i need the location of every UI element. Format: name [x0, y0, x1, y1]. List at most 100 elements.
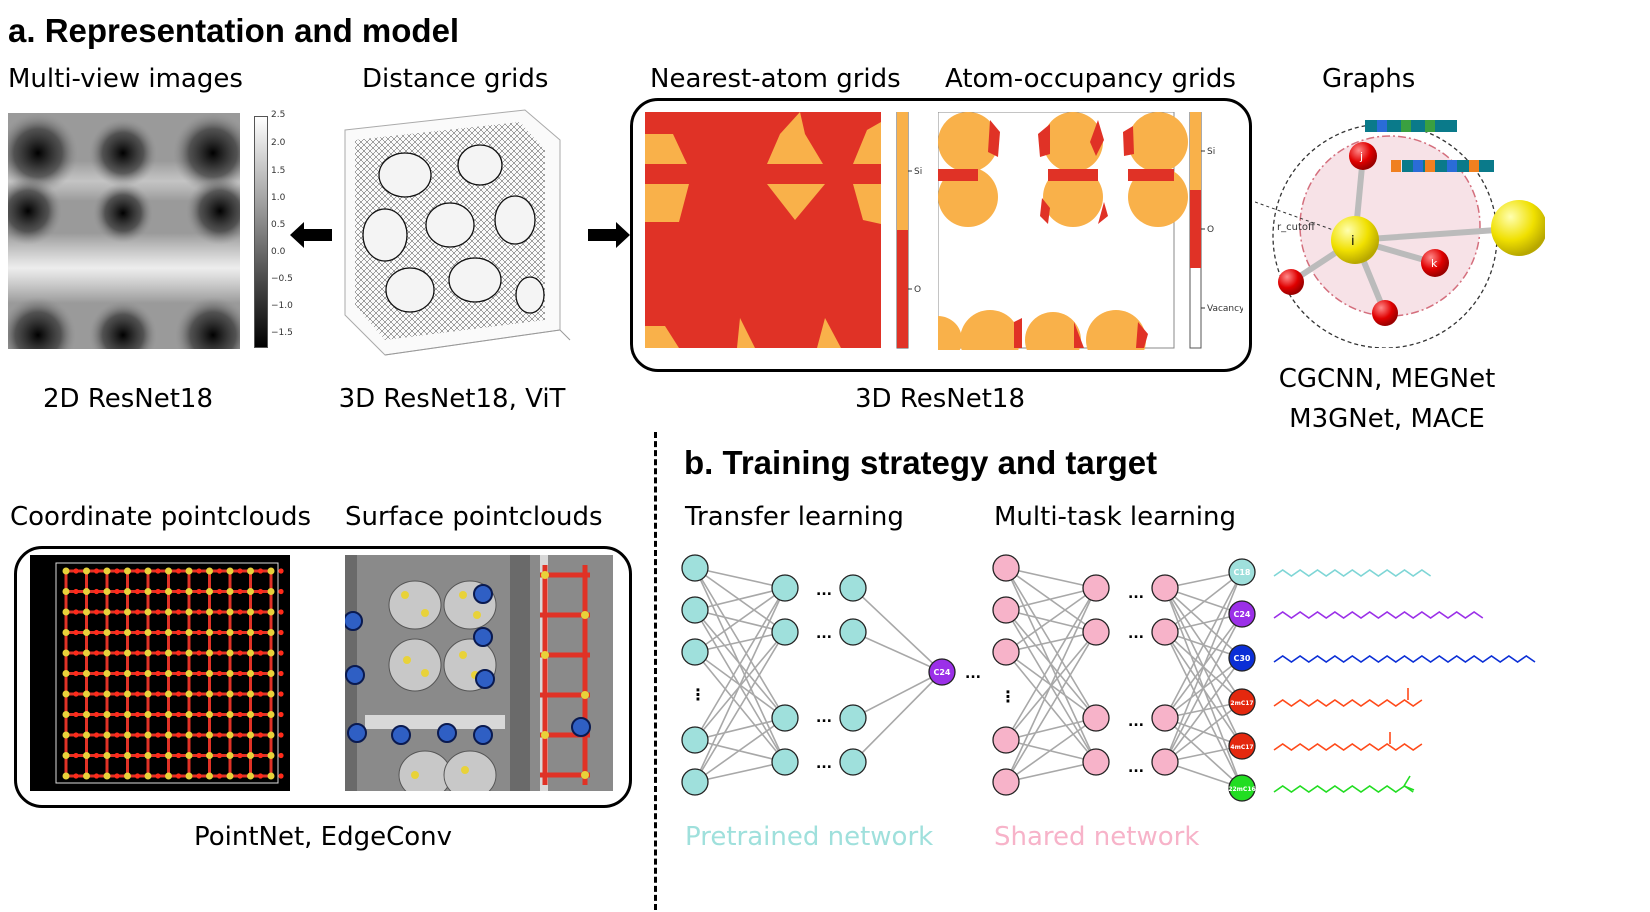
- si-atom: [62, 670, 70, 677]
- o-atom: [134, 752, 141, 759]
- si-atom: [206, 629, 213, 636]
- si-atom: [62, 711, 70, 718]
- si-atom: [103, 670, 111, 677]
- si-atom: [165, 690, 172, 698]
- o-atom: [73, 691, 79, 697]
- o-atom: [93, 752, 100, 759]
- alkane-chain: [1273, 655, 1536, 663]
- ellipsis: ...: [965, 666, 981, 682]
- si-atom: [185, 772, 193, 780]
- o-atom: [237, 752, 243, 759]
- vertical-ellipsis: ⋮: [1000, 687, 1016, 706]
- ellipsis: ...: [1128, 714, 1144, 730]
- si-atom: [247, 629, 254, 636]
- si-atom: [165, 670, 172, 677]
- si-atom: [226, 588, 234, 595]
- si-atom: [267, 752, 275, 759]
- o-atom: [73, 568, 79, 574]
- si-atom: [124, 588, 131, 595]
- si-atom: [124, 608, 131, 616]
- si-atom: [267, 690, 275, 698]
- o-atom: [93, 711, 100, 718]
- coord-pc-title: Coordinate pointclouds: [10, 502, 312, 532]
- o-atom: [114, 568, 120, 574]
- o-atom: [237, 588, 243, 595]
- si-atom: [83, 588, 90, 595]
- o-atom: [155, 588, 161, 595]
- input-node: [681, 768, 709, 796]
- si-atom: [83, 567, 90, 575]
- input-node: [992, 596, 1020, 624]
- si-atom: [185, 588, 193, 595]
- transfer-title: Transfer learning: [685, 502, 904, 532]
- o-atom: [196, 732, 202, 738]
- si-atom: [185, 752, 193, 759]
- si-atom: [226, 608, 234, 616]
- tick-label: −1.0: [271, 301, 293, 311]
- input-node: [681, 638, 709, 666]
- right-arrow-icon: [588, 222, 630, 248]
- si-atom: [226, 567, 234, 575]
- o-atom: [93, 650, 100, 656]
- si-atom: [226, 731, 234, 739]
- alkane-chain: [1273, 611, 1484, 619]
- o-atom: [216, 711, 223, 718]
- si-atom: [185, 731, 193, 739]
- occupancy-tick-o: O: [1207, 225, 1214, 235]
- o-atom: [278, 691, 284, 697]
- o-atom: [237, 670, 243, 677]
- o-atom: [216, 691, 223, 697]
- hidden-node: [1082, 574, 1110, 602]
- si-atom: [165, 711, 172, 718]
- si-atom: [103, 649, 111, 657]
- o-atom: [237, 609, 243, 615]
- atom-label-j: j: [1359, 150, 1363, 163]
- si-atom: [62, 731, 70, 739]
- o-atom: [216, 629, 223, 636]
- si-atom: [103, 608, 111, 616]
- multitask-title: Multi-task learning: [994, 502, 1236, 532]
- atom-occupancy-grid: Si O Vacancy: [938, 112, 1243, 350]
- o-atom: [134, 568, 141, 574]
- tick-label: 1.0: [271, 193, 286, 203]
- si-atom: [83, 690, 90, 698]
- o-atom: [257, 711, 264, 718]
- o-atom: [237, 691, 243, 697]
- left-arrow-icon: [290, 222, 332, 248]
- distance-grid-cube: [344, 109, 571, 356]
- grids-model: 3D ResNet18: [855, 384, 1025, 414]
- o-atom: [175, 588, 182, 595]
- o-atom: [216, 670, 223, 677]
- si-atom: [124, 649, 131, 657]
- o-atom: [155, 609, 161, 615]
- si-atom: [144, 567, 152, 575]
- hidden-node: [839, 704, 867, 732]
- si-atom: [165, 629, 172, 636]
- section-b-heading: b. Training strategy and target: [684, 444, 1158, 481]
- hidden-node: [771, 618, 799, 646]
- si-atom: [185, 670, 193, 677]
- o-atom: [134, 732, 141, 738]
- task-output-label: C24: [1233, 610, 1250, 619]
- si-atom: [103, 588, 111, 595]
- input-node: [681, 596, 709, 624]
- ellipsis: ...: [1128, 626, 1144, 642]
- si-atom: [267, 670, 275, 677]
- task-output-label: 2mC17: [1230, 700, 1253, 707]
- si-atom: [165, 731, 172, 739]
- si-atom: [62, 752, 70, 759]
- o-atom: [114, 629, 120, 636]
- si-atom: [165, 649, 172, 657]
- si-atom: [247, 752, 254, 759]
- alkane-chain: [1273, 569, 1432, 577]
- si-atom: [206, 567, 213, 575]
- si-atom: [185, 711, 193, 718]
- o-atom: [216, 732, 223, 738]
- si-atom: [267, 629, 275, 636]
- task-output-label: C18: [1233, 568, 1250, 577]
- o-atom: [93, 691, 100, 697]
- si-atom: [185, 649, 193, 657]
- o-atom: [257, 670, 264, 677]
- si-atom: [103, 629, 111, 636]
- si-atom: [83, 752, 90, 759]
